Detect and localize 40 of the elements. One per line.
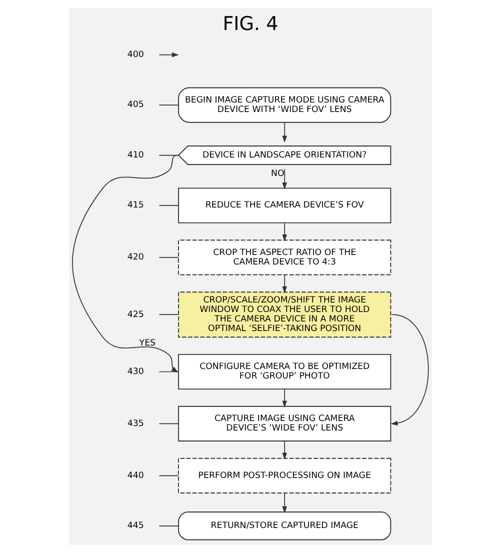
connector	[158, 314, 178, 316]
arrow	[282, 168, 287, 190]
arrow	[282, 222, 287, 242]
arrow	[158, 52, 178, 58]
arrow	[282, 388, 287, 408]
node-box: CAPTURE IMAGE USING CAMERA DEVICE’S ‘WIDE FOV’ LENS	[178, 406, 391, 442]
node-text: 420	[126, 252, 144, 263]
node-box: CROP/SCALE/ZOOM/SHIFT THE IMAGE WINDOW TO COAX THE USER TO HOLD THE CAMERA DEVICE IN A MORE OPTIMAL ‘SELFIE’-TAKING POSITION	[178, 292, 391, 338]
node-text: 445	[126, 521, 144, 532]
connector	[158, 205, 178, 206]
node-text: 400	[126, 50, 144, 60]
edge-label: NO	[270, 169, 284, 180]
node-box: CROP THE ASPECT RATIO OF THE CAMERA DEVICE TO 4:3	[178, 240, 391, 276]
node-text: 410	[126, 150, 144, 160]
edge-label: YES	[138, 338, 156, 348]
node-box: PERFORM POST-PROCESSING ON IMAGE	[178, 458, 391, 494]
node-text: 430	[126, 366, 144, 377]
arrow	[390, 314, 428, 426]
node-box: CONFIGURE CAMERA TO BE OPTIMIZED FOR ‘GROUP’ PHOTO	[178, 354, 391, 390]
arrow	[282, 274, 287, 294]
connector	[158, 423, 178, 424]
diagram-title: FIG. 4	[222, 13, 278, 36]
arrow	[282, 440, 287, 460]
node-box: REDUCE THE CAMERA DEVICE’S FOV	[178, 188, 391, 224]
connector	[158, 104, 178, 106]
node-box: BEGIN IMAGE CAPTURE MODE USING CAMERA DEVICE WITH ‘WIDE FOV’ LENS	[178, 87, 391, 123]
connector	[158, 525, 178, 526]
connector	[158, 154, 178, 156]
node-box: RETURN/STORE CAPTURED IMAGE	[178, 512, 391, 540]
arrow	[282, 122, 287, 143]
node-text: 405	[126, 100, 144, 110]
connector	[158, 371, 178, 372]
arrow	[282, 492, 287, 514]
node-text: 440	[126, 470, 144, 481]
node-text: 425	[126, 310, 144, 320]
node-text: 435	[126, 418, 144, 429]
arrow	[72, 154, 178, 372]
connector	[158, 257, 178, 258]
node-text: 415	[126, 200, 144, 211]
connector	[158, 475, 178, 476]
